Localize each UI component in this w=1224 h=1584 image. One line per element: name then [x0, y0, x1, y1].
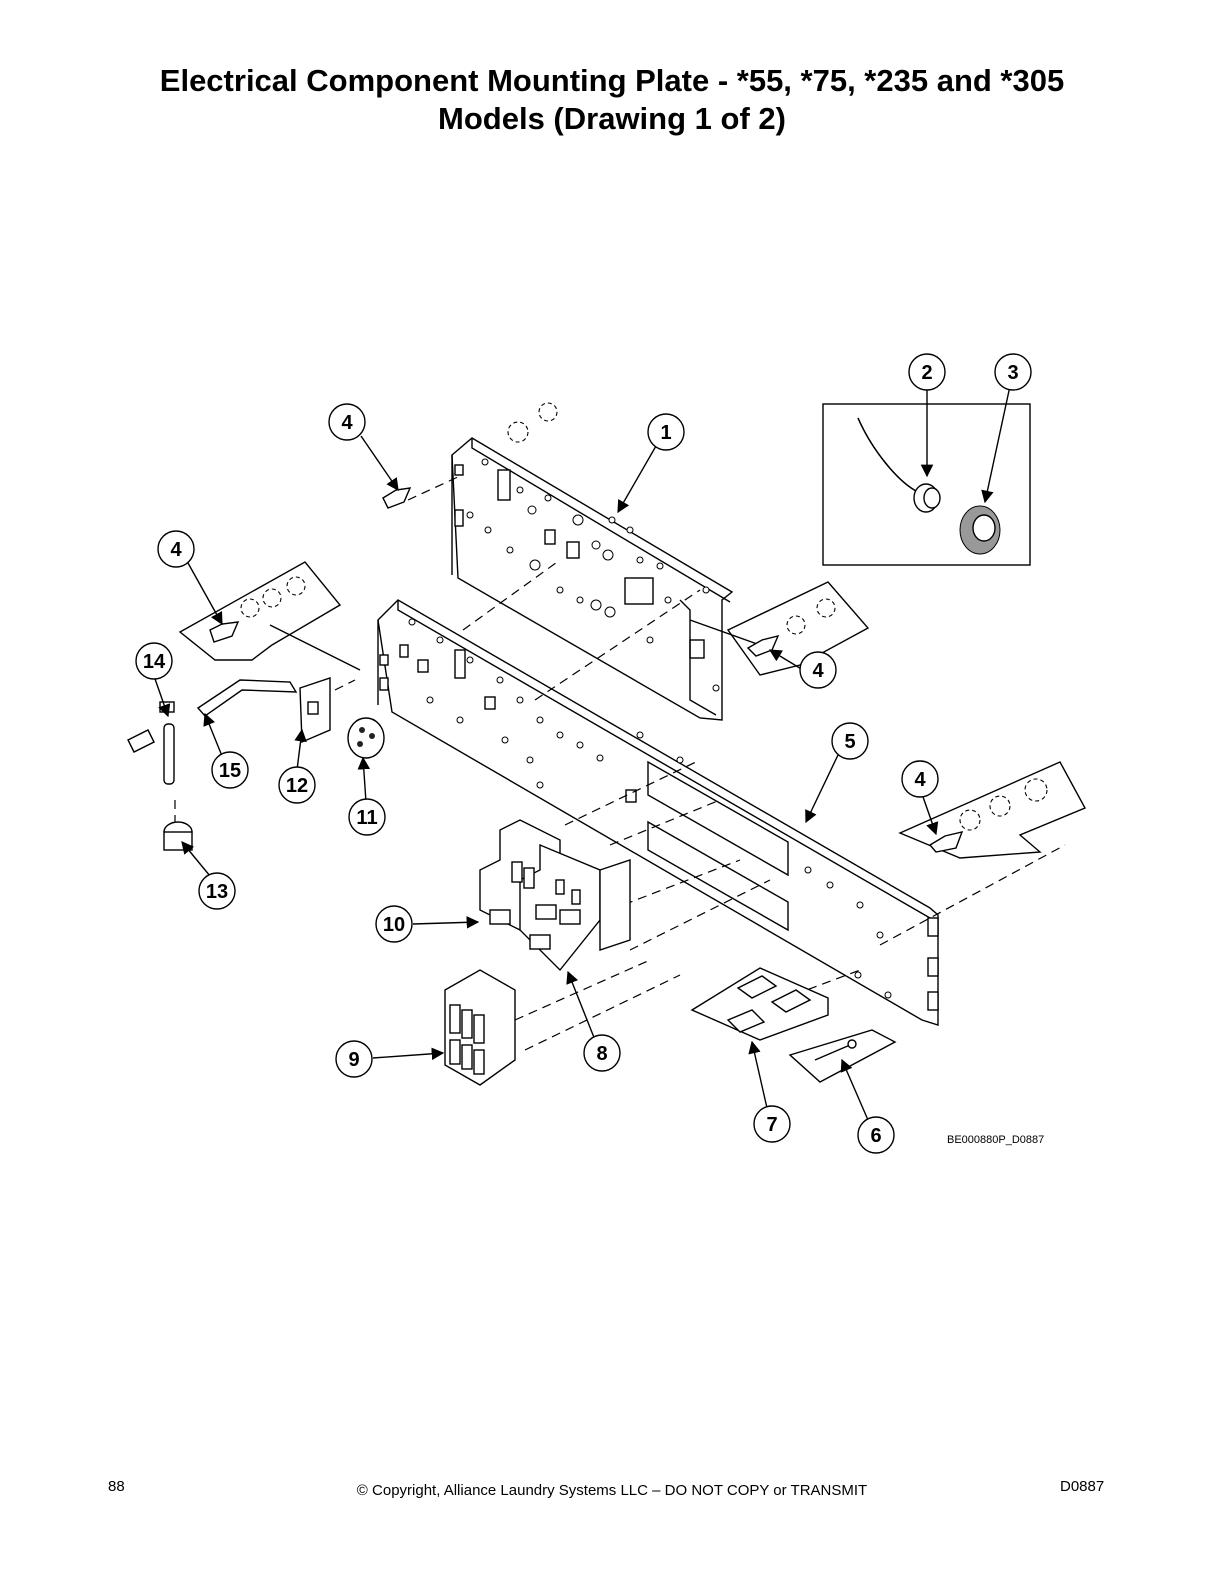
terminal-block [444, 969, 516, 1086]
callout-4-middle: 4 [799, 651, 837, 689]
callout-label: 4 [914, 769, 926, 791]
title-line-2: Models (Drawing 1 of 2) [438, 101, 786, 136]
callout-label: 4 [341, 412, 353, 434]
document-code: D0887 [1060, 1478, 1105, 1495]
page-title: Electrical Component Mounting Plate - *5… [0, 62, 1224, 138]
callout-11: 11 [348, 798, 386, 836]
screw-detail-right [898, 761, 1086, 859]
title-line-1: Electrical Component Mounting Plate - *5… [159, 63, 1065, 98]
callout-8: 8 [583, 1034, 621, 1072]
bracket-part [690, 967, 829, 1041]
callout-4-top: 4 [328, 403, 366, 441]
screw-detail-upper-right [689, 581, 870, 676]
callout-1: 1 [647, 413, 685, 451]
callout-4-right: 4 [901, 760, 939, 798]
callout-label: 12 [286, 775, 308, 797]
left-small-parts [127, 677, 385, 851]
callout-12: 12 [278, 766, 316, 804]
callout-15: 15 [211, 751, 249, 789]
callout-label: 2 [921, 362, 932, 384]
callout-label: 6 [870, 1125, 881, 1147]
upper-mounting-plate [451, 437, 734, 721]
callout-label: 3 [1007, 362, 1018, 384]
callout-label: 4 [812, 660, 824, 682]
callout-label: 14 [143, 651, 166, 673]
callout-label: 15 [219, 760, 241, 782]
drawing-code: BE000880P_D0887 [947, 1134, 1044, 1146]
callout-label: 5 [844, 731, 855, 753]
screw-detail-upper-left [178, 561, 361, 671]
callout-label: 8 [596, 1043, 607, 1065]
callout-label: 7 [766, 1114, 777, 1136]
callout-label: 10 [383, 914, 405, 936]
callout-4-left: 4 [157, 530, 195, 568]
callout-label: 1 [660, 422, 671, 444]
contactor-assembly [479, 819, 631, 972]
callout-7: 7 [753, 1105, 791, 1143]
lower-mounting-plate [377, 599, 939, 1026]
assembly-guide-lines [174, 475, 1066, 1051]
callout-label: 9 [348, 1049, 359, 1071]
callout-5: 5 [831, 722, 869, 760]
callout-13: 13 [198, 872, 236, 910]
callout-10: 10 [375, 905, 413, 943]
rivet-part [788, 1029, 897, 1083]
callout-9: 9 [335, 1040, 373, 1078]
page-number: 88 [108, 1478, 125, 1495]
callout-label: 4 [170, 539, 182, 561]
callout-label: 13 [206, 881, 228, 903]
leader-arrows [153, 385, 1011, 1121]
callout-3: 3 [994, 353, 1032, 391]
callout-label: 11 [356, 807, 377, 829]
screw-detail-top [382, 402, 558, 509]
callout-6: 6 [857, 1116, 895, 1154]
copyright-notice: © Copyright, Alliance Laundry Systems LL… [356, 1482, 868, 1499]
callout-14: 14 [135, 642, 173, 680]
callout-2: 2 [908, 353, 946, 391]
